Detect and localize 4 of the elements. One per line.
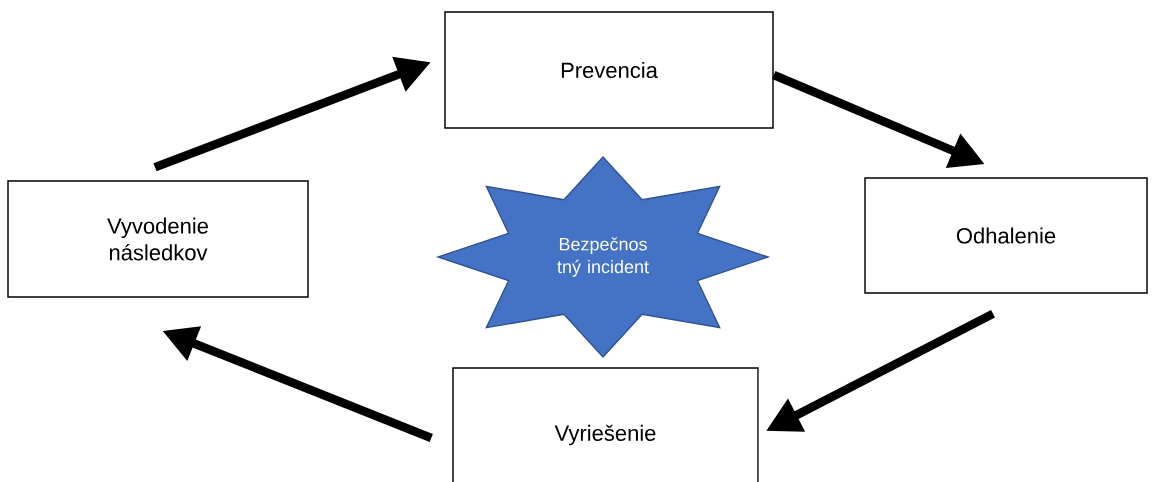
process-box: Odhalenie [864, 177, 1148, 294]
process-box: Prevencia [444, 11, 774, 129]
process-box: Vyriešenie [452, 367, 759, 482]
process-box: Vyvodenie následkov [7, 180, 309, 298]
